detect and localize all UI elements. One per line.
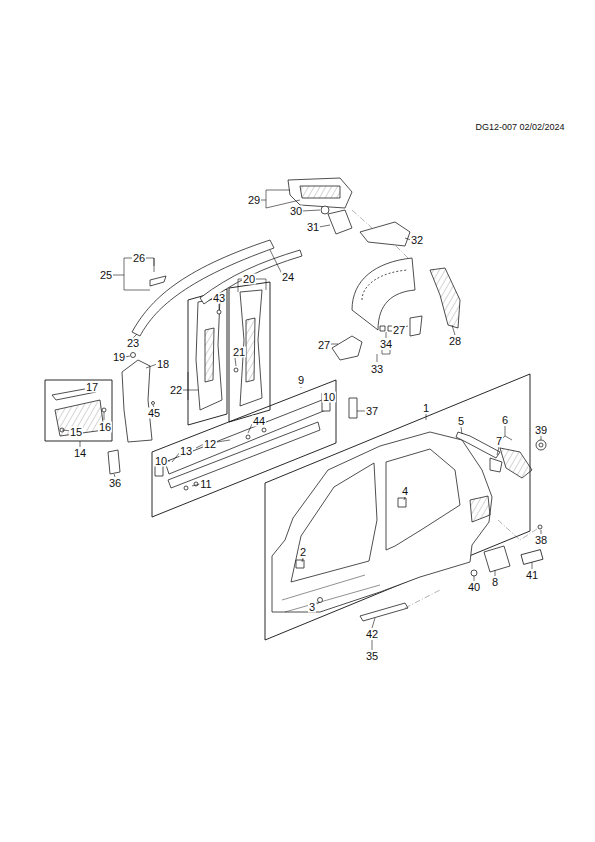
callout-number: 35	[365, 651, 379, 662]
callout-number: 14	[73, 448, 87, 459]
alignment-line	[352, 210, 540, 608]
callout-number: 25	[99, 270, 113, 281]
callout-number: 26	[132, 253, 146, 264]
callout-number: 17	[85, 382, 99, 393]
callout-number: 40	[467, 582, 481, 593]
pillars	[196, 290, 262, 410]
callout-number: 31	[306, 222, 320, 233]
rear-quarter-inner	[288, 178, 460, 360]
callout-number: 41	[525, 570, 539, 581]
callout-number: 11	[199, 479, 212, 490]
callout-number: 4	[401, 486, 409, 497]
callout-number: 12	[203, 439, 217, 450]
callout-number: 13	[179, 446, 193, 457]
callout-number: 2	[299, 547, 307, 558]
callout-number: 8	[491, 577, 499, 588]
callout-number: 10	[322, 392, 336, 403]
small-parts	[318, 432, 547, 621]
callout-number: 42	[365, 629, 379, 640]
callout-number: 21	[232, 347, 246, 358]
callout-number: 30	[289, 206, 303, 217]
callout-number: 32	[410, 235, 424, 246]
leader-line	[62, 190, 541, 650]
callout-number: 23	[126, 338, 140, 349]
callout-number: 15	[69, 427, 83, 438]
callout-number: 38	[534, 535, 548, 546]
callout-number: 27	[392, 325, 406, 336]
callout-number: 5	[457, 416, 465, 427]
callout-number: 18	[156, 359, 170, 370]
callout-number: 28	[448, 336, 462, 347]
callout-number: 29	[247, 195, 261, 206]
drawing-code: DG12-007 02/02/2024	[474, 123, 565, 132]
roof-rail	[132, 240, 302, 336]
callout-number: 39	[534, 425, 548, 436]
callout-number: 10	[154, 456, 168, 467]
callout-number: 22	[169, 385, 183, 396]
part-37	[349, 398, 357, 418]
callout-number: 6	[501, 415, 509, 426]
a-pillar	[122, 353, 155, 443]
callout-number: 3	[308, 602, 316, 613]
callout-number: 9	[297, 375, 305, 386]
callout-number: 27	[317, 340, 331, 351]
callout-number: 44	[252, 416, 266, 427]
callout-number: 36	[108, 478, 122, 489]
callout-number: 43	[212, 293, 226, 304]
callout-number: 1	[422, 403, 430, 414]
callout-number: 16	[98, 422, 112, 433]
group-frame	[45, 282, 530, 640]
callout-number: 33	[370, 364, 384, 375]
callout-number: 19	[112, 352, 126, 363]
callout-number: 7	[495, 436, 503, 447]
callout-number: 34	[379, 339, 393, 350]
callout-number: 20	[242, 274, 256, 285]
callout-number: 45	[147, 408, 161, 419]
callout-number: 24	[281, 272, 295, 283]
hinge-pillar-group	[52, 388, 120, 474]
body-side-panel	[272, 432, 492, 612]
callout-number: 37	[365, 406, 379, 417]
rocker-sill	[155, 393, 330, 490]
